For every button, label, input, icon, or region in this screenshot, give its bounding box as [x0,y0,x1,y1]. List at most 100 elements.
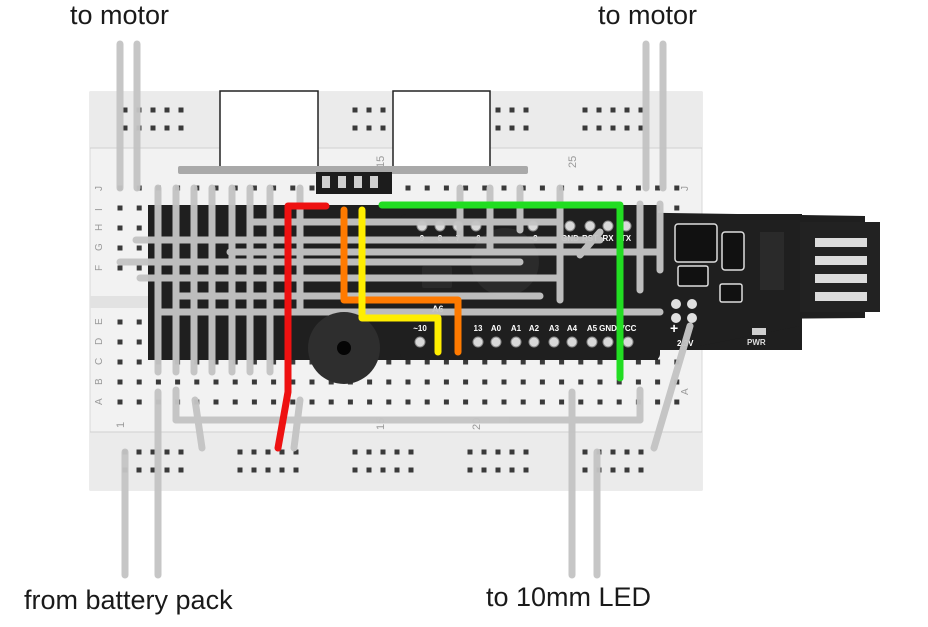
breadboard-hole [251,185,257,191]
arduino-pin [584,220,596,232]
rail-hole [352,125,358,131]
rail-hole [624,107,630,113]
rail-hole [582,449,588,455]
rail-hole [136,467,142,473]
green-wire [378,201,624,382]
arduino-pin [490,336,502,348]
rail-hole [237,467,243,473]
breadboard-hole [655,379,661,385]
breadboard-hole [271,185,277,191]
rail-hole [481,449,487,455]
row-letter: F [94,265,105,271]
breadboard-hole [616,379,622,385]
arduino-pin [548,336,560,348]
column-number: 1 [115,422,127,428]
row-letter: C [94,358,105,365]
arduino-pin [510,336,522,348]
breadboard-hole [213,379,219,385]
breadboard-hole [635,359,641,365]
chip [719,283,743,303]
breadboard-hole [597,185,603,191]
column-number: 15 [375,156,387,168]
breadboard-hole [271,379,277,385]
rail-hole [523,467,529,473]
row-letter: H [94,224,105,231]
breadboard-hole [328,399,334,405]
rail-hole [366,449,372,455]
row-letters-right: J A [680,186,691,395]
colored-wires [274,201,624,452]
rail-hole [408,449,414,455]
breadboard-hole [386,359,392,365]
rail-hole [523,125,529,131]
breadboard-hole [405,379,411,385]
rail-hole [178,107,184,113]
breadboard-hole [463,379,469,385]
arduino-pin [622,336,634,348]
breadboard-hole [463,359,469,365]
rail-hole [408,467,414,473]
arduino-pin [472,336,484,348]
rail-hole [467,449,473,455]
rail-hole [352,467,358,473]
chip [677,265,709,287]
breadboard-hole [501,379,507,385]
pin-label: RX [602,234,614,243]
breadboard-hole [539,359,545,365]
breadboard-hole [175,379,181,385]
rail-hole [509,125,515,131]
breadboard-hole [482,399,488,405]
rail-hole [164,467,170,473]
caption-top-right: to motor [598,0,698,30]
breadboard-hole [117,399,123,405]
pwr-label: PWR [747,338,766,347]
arduino-pin [414,336,426,348]
rail-hole [380,467,386,473]
rail-hole [380,125,386,131]
arduino-pin [566,336,578,348]
breadboard-hole [194,379,200,385]
breadboard-hole [136,359,142,365]
breadboard-hole [635,185,641,191]
rail-hole [596,107,602,113]
rail-hole [610,125,616,131]
rail-hole [481,467,487,473]
rail-hole [467,467,473,473]
pin-label: A5 [587,324,598,333]
rail-hole [293,467,299,473]
rail-hole [495,449,501,455]
power-plus-label: + [670,320,678,336]
buzzer [308,312,380,384]
chip [674,223,718,263]
breadboard-hole [559,359,565,365]
breadboard-hole [597,379,603,385]
orange-wire [340,206,462,356]
rail-hole [352,449,358,455]
caption-bottom-left: from battery pack [24,585,233,615]
row-letter: A [680,388,691,395]
row-letter: I [94,208,105,211]
rail-hole [265,449,271,455]
motor-module-left [219,90,319,170]
rail-hole [624,467,630,473]
breadboard-hole [578,185,584,191]
rail-hole [638,107,644,113]
breadboard-hole [520,379,526,385]
row-letter: B [94,378,105,385]
rail-hole [251,467,257,473]
breadboard-hole [443,379,449,385]
rail-hole [366,107,372,113]
rail-hole [366,125,372,131]
rail-hole [596,125,602,131]
breadboard-hole [271,399,277,405]
breadboard-hole [232,399,238,405]
breadboard-hole [136,379,142,385]
breadboard-hole [482,185,488,191]
breadboard-hole [655,399,661,405]
pin-label: A1 [511,324,522,333]
arduino-pin [602,336,614,348]
breadboard-hole [290,359,296,365]
rail-hole [582,125,588,131]
breadboard-hole [424,359,430,365]
